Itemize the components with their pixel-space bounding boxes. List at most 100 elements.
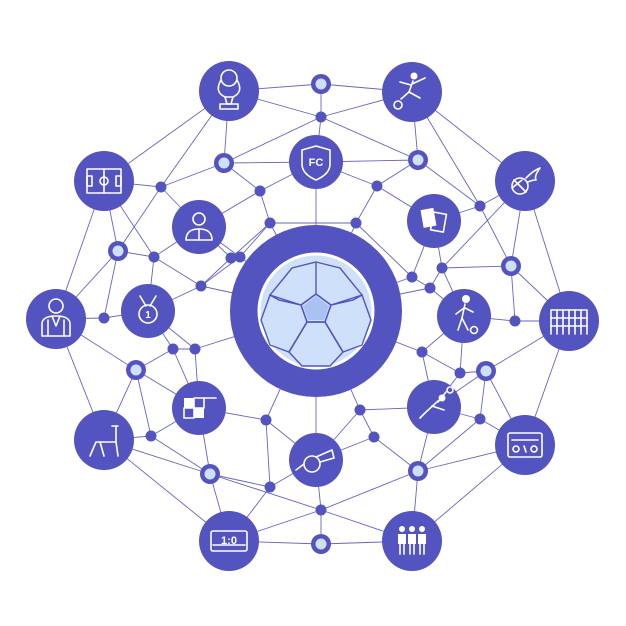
junction-dot — [509, 315, 521, 327]
whistle-node — [289, 433, 343, 487]
corner-flag-icon — [183, 397, 217, 419]
ring-node — [311, 74, 331, 94]
junction-dot — [189, 343, 201, 355]
goalkeeper-diving-icon — [419, 386, 454, 419]
ring-node — [214, 153, 234, 173]
network-edge — [150, 435, 211, 475]
junction-dot — [416, 346, 428, 358]
ring-nodes — [108, 74, 521, 554]
player-kick-node — [382, 62, 442, 122]
score-text: 1:0 — [221, 535, 237, 547]
network-edge — [265, 419, 271, 488]
network-edge — [223, 116, 322, 164]
ring-node — [476, 361, 496, 381]
junction-dot — [436, 262, 448, 274]
network-edge — [355, 222, 413, 278]
junction-dot — [155, 181, 167, 193]
junction-nodes — [98, 111, 521, 516]
network-edge — [320, 116, 419, 161]
junction-dot — [315, 504, 327, 516]
player-kicking-icon — [393, 72, 426, 110]
network-edge — [209, 473, 322, 511]
scoreboard-icon — [507, 432, 543, 458]
referee-icon — [185, 212, 213, 241]
junction-dot — [315, 111, 327, 123]
ring-node — [200, 464, 220, 484]
network-edge — [153, 256, 202, 287]
network-edge — [259, 190, 271, 224]
network-edge — [421, 351, 461, 374]
player-dribbling-icon — [455, 295, 479, 335]
club-badge-icon: FC — [301, 145, 331, 181]
junction-dot — [368, 431, 380, 443]
ring-node — [311, 534, 331, 554]
junction-dot — [98, 312, 110, 324]
referee-node — [172, 200, 226, 254]
trophy-node — [199, 61, 259, 121]
penalty-cards-icon — [420, 207, 448, 233]
junction-dot — [454, 367, 466, 379]
soccer-field-icon — [86, 168, 122, 194]
junction-dot — [225, 252, 237, 264]
medal-text: 1 — [145, 310, 151, 321]
team-players-icon — [398, 526, 426, 555]
junction-dot — [195, 280, 207, 292]
network-edge — [441, 265, 512, 269]
network-edge — [479, 205, 512, 267]
junction-dot — [354, 404, 366, 416]
junction-dot — [264, 481, 276, 493]
goal-node — [539, 291, 599, 351]
junction-dot — [145, 430, 157, 442]
corner-flag-node — [172, 381, 226, 435]
soccer-ball-icon — [257, 252, 375, 370]
bench-node — [74, 410, 134, 470]
junction-dot — [474, 413, 486, 425]
junction-dot — [167, 343, 179, 355]
scoreboard-node — [495, 415, 555, 475]
commentator-node — [26, 289, 86, 349]
junction-dot — [234, 251, 246, 263]
ring-node — [408, 150, 428, 170]
network-edge — [200, 257, 232, 287]
network-edge — [135, 369, 152, 437]
field-node — [74, 151, 134, 211]
network-edge — [160, 162, 225, 188]
fireball-icon — [511, 167, 541, 195]
network-edge — [355, 185, 378, 224]
network-edge — [417, 418, 481, 472]
cards-node — [407, 194, 461, 248]
icon-nodes: FC — [26, 61, 599, 571]
hub-node — [230, 225, 402, 397]
junction-dot — [424, 282, 436, 294]
fc-badge-node: FC — [289, 135, 343, 189]
junction-dot — [260, 414, 272, 426]
network-edge — [239, 222, 271, 258]
junction-dot — [254, 185, 266, 197]
junction-dot — [474, 200, 486, 212]
junction-dot — [264, 217, 276, 229]
network-edge — [103, 250, 119, 319]
goalkeeper-node — [407, 380, 461, 434]
network-edge — [117, 186, 162, 252]
network-edge — [209, 473, 271, 488]
ring-node — [408, 461, 428, 481]
player-dribble-node — [437, 289, 491, 343]
fireball-node — [495, 151, 555, 211]
network-edge — [417, 159, 481, 207]
score-display-icon: 1:0 — [210, 530, 248, 552]
medal-icon: 1 — [138, 295, 158, 324]
trophy-icon — [217, 69, 241, 110]
ring-node — [108, 241, 128, 261]
ring-node — [126, 360, 146, 380]
badge-text: FC — [309, 157, 324, 169]
commentator-icon — [41, 298, 71, 337]
ring-node — [501, 256, 521, 276]
score-display-node: 1:0 — [199, 511, 259, 571]
team-bench-icon — [89, 425, 119, 457]
team-node — [382, 511, 442, 571]
junction-dot — [350, 217, 362, 229]
junction-dot — [406, 271, 418, 283]
goal-net-icon — [550, 309, 588, 335]
whistle-icon — [295, 449, 335, 473]
